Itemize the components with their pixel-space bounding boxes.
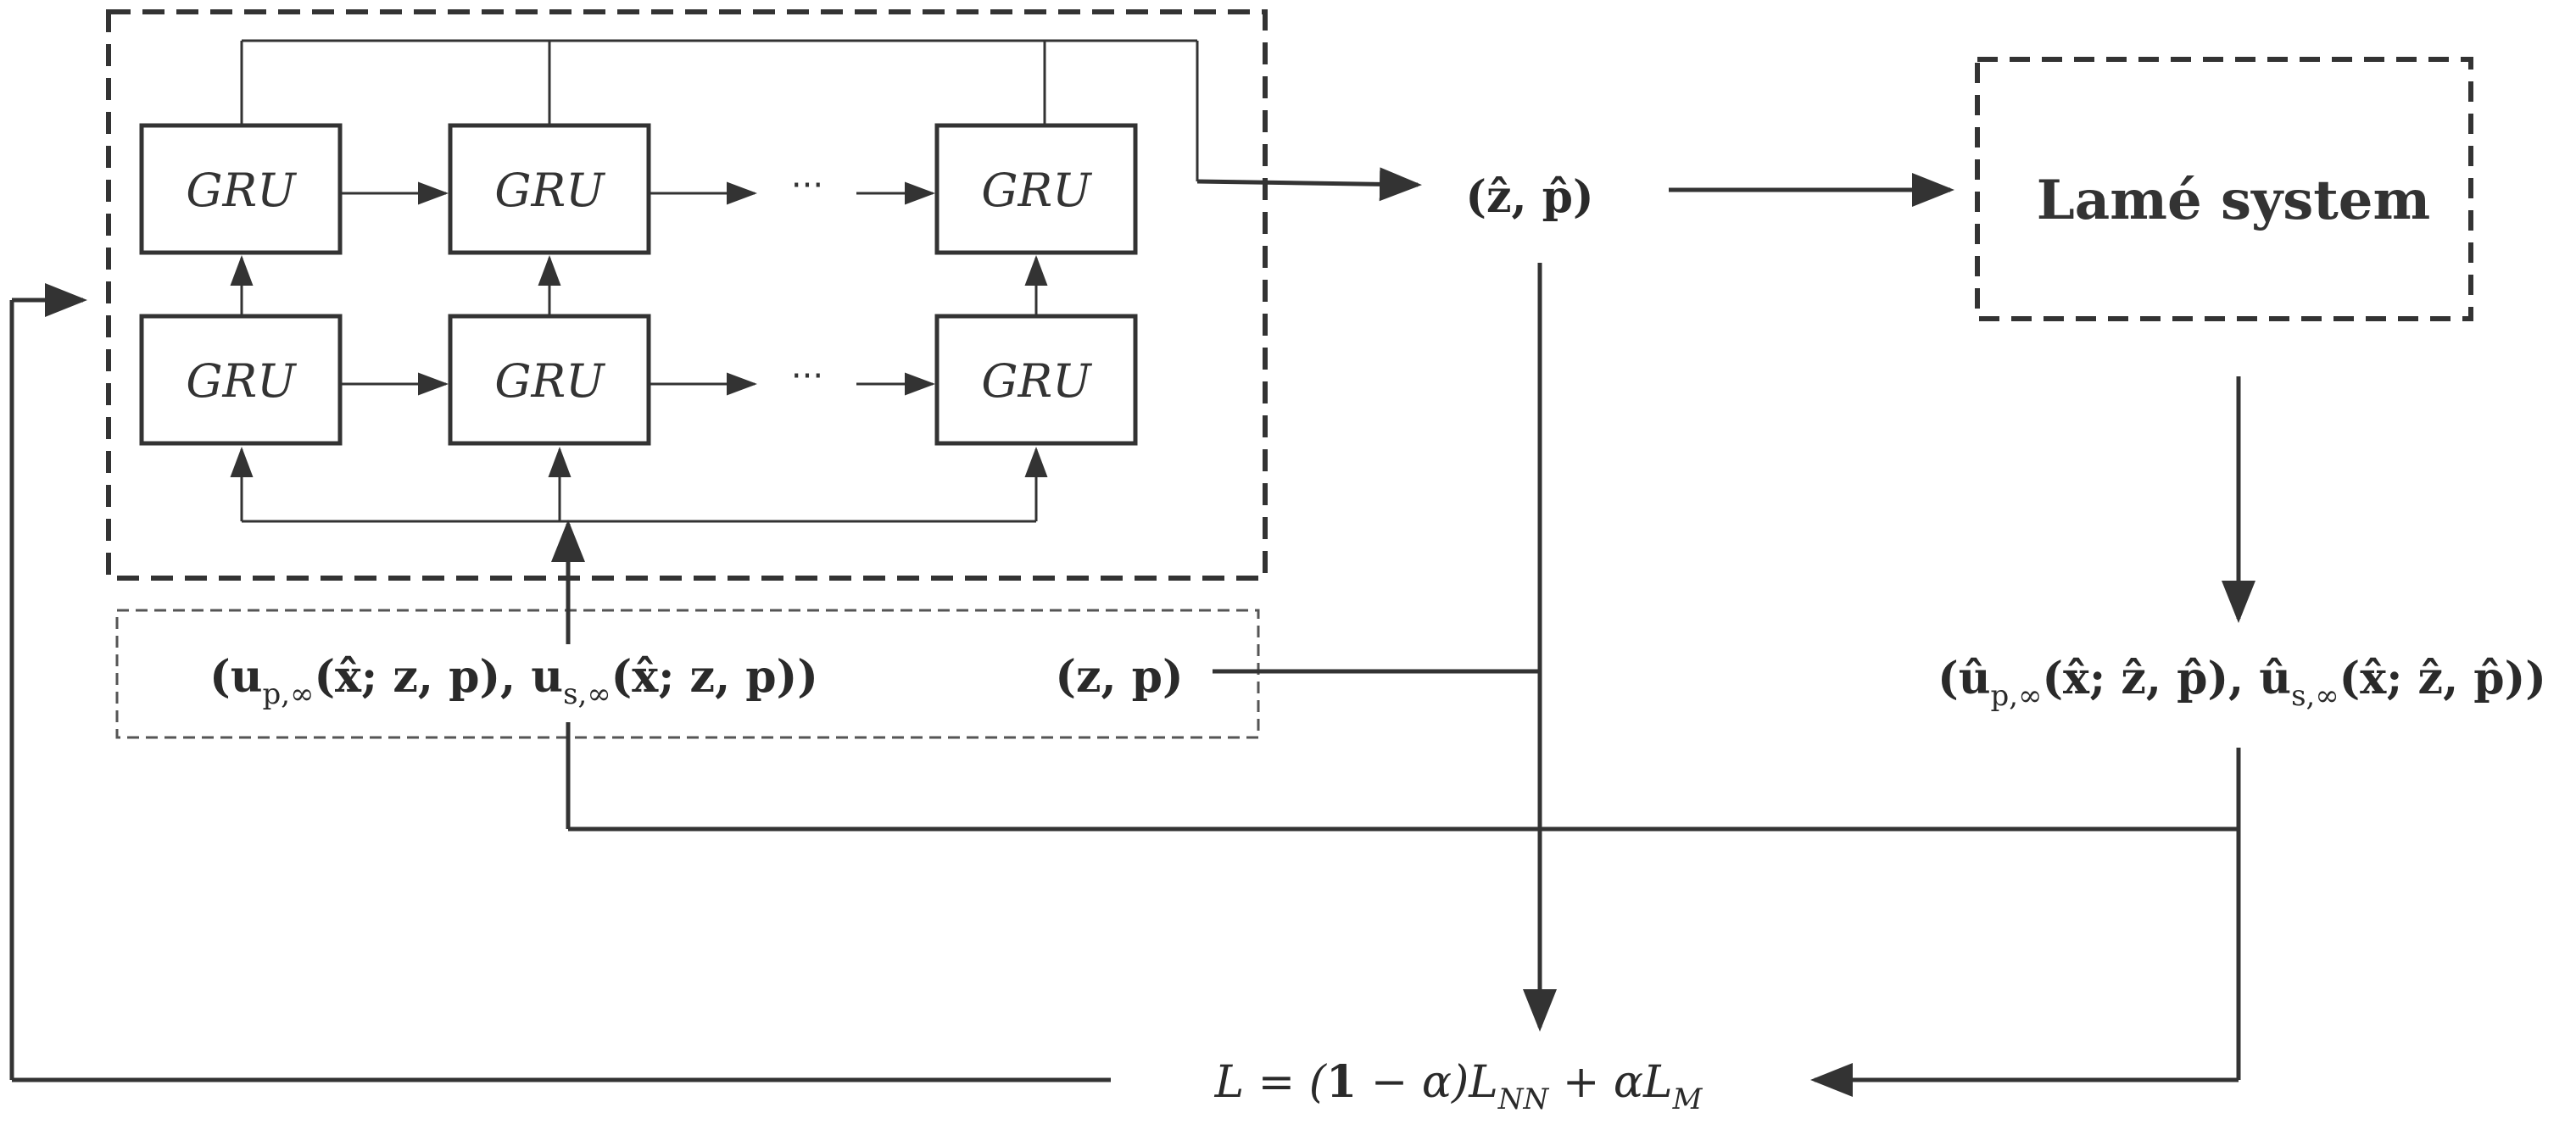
gru-network-container xyxy=(106,9,1268,581)
predicted-u-s-symbol: û xyxy=(2259,653,2291,704)
gru-cell-upper-2: GRU xyxy=(448,123,651,255)
loss-minus-term: − α)L xyxy=(1357,1057,1498,1108)
ellipsis-lower: ··· xyxy=(791,357,823,396)
loss-feedback-path xyxy=(9,283,1111,1082)
input-args-2: (x̂; z, p)) xyxy=(611,651,818,703)
predicted-u-p-symbol: û xyxy=(1959,653,1991,704)
input-u-p-symbol: u xyxy=(231,651,263,703)
input-distribution-bus xyxy=(230,447,1048,523)
loss-m-subscript: M xyxy=(1672,1082,1703,1116)
gru-vertical-arrows xyxy=(230,255,1048,316)
estimate-label: (ẑ, p̂) xyxy=(1465,171,1593,223)
gru-cell-lower-2: GRU xyxy=(448,314,651,446)
loss-one: 1 xyxy=(1326,1056,1357,1108)
predicted-s-subscript: s,∞ xyxy=(2291,679,2339,713)
network-output-arrow xyxy=(1196,167,1422,202)
ellipsis-upper: ··· xyxy=(791,166,823,205)
loss-function-label: L = (1 − α)LNN + αLM xyxy=(1214,1056,1703,1116)
lame-system-box xyxy=(1975,57,2473,321)
input-args-1: (x̂; z, p), xyxy=(314,651,531,703)
predicted-p-subscript: p,∞ xyxy=(1991,679,2043,713)
gru-cell-lower-3: GRU xyxy=(934,314,1138,446)
loss-lhs: L = ( xyxy=(1214,1057,1328,1108)
training-data-box xyxy=(115,609,1260,739)
loss-plus-term: + αL xyxy=(1548,1057,1672,1108)
input-open-paren: ( xyxy=(209,651,231,703)
loss-nn-subscript: NN xyxy=(1497,1082,1550,1116)
predicted-args-2: (x̂; ẑ, p̂)) xyxy=(2339,653,2546,704)
gru-label: GRU xyxy=(981,354,1092,408)
input-data-label: (up,∞(x̂; z, p), us,∞(x̂; z, p)) xyxy=(209,651,818,711)
predicted-args-1: (x̂; ẑ, p̂), xyxy=(2042,653,2259,704)
gru-label: GRU xyxy=(186,164,297,217)
gru-cell-lower-1: GRU xyxy=(139,314,343,446)
input-u-s-symbol: u xyxy=(531,651,563,703)
gru-cell-upper-3: GRU xyxy=(934,123,1138,255)
gru-horizontal-arrows xyxy=(340,181,935,396)
gru-cell-upper-1: GRU xyxy=(139,123,343,255)
input-s-subscript: s,∞ xyxy=(563,677,611,711)
gru-label: GRU xyxy=(494,354,605,408)
top-routing-lines xyxy=(240,39,1199,181)
predicted-data-label: (ûp,∞(x̂; ẑ, p̂), ûs,∞(x̂; ẑ, p̂)) xyxy=(1938,653,2546,713)
gru-label: GRU xyxy=(186,354,297,408)
lame-system-label: Lamé system xyxy=(2037,169,2430,232)
gru-label: GRU xyxy=(494,164,605,217)
data-comparison-bus xyxy=(566,722,2241,1080)
gru-label: GRU xyxy=(981,164,1092,217)
input-p-subscript: p,∞ xyxy=(263,677,315,711)
predicted-open-paren: ( xyxy=(1938,653,1959,704)
ground-truth-label: (z, p) xyxy=(1055,651,1183,703)
